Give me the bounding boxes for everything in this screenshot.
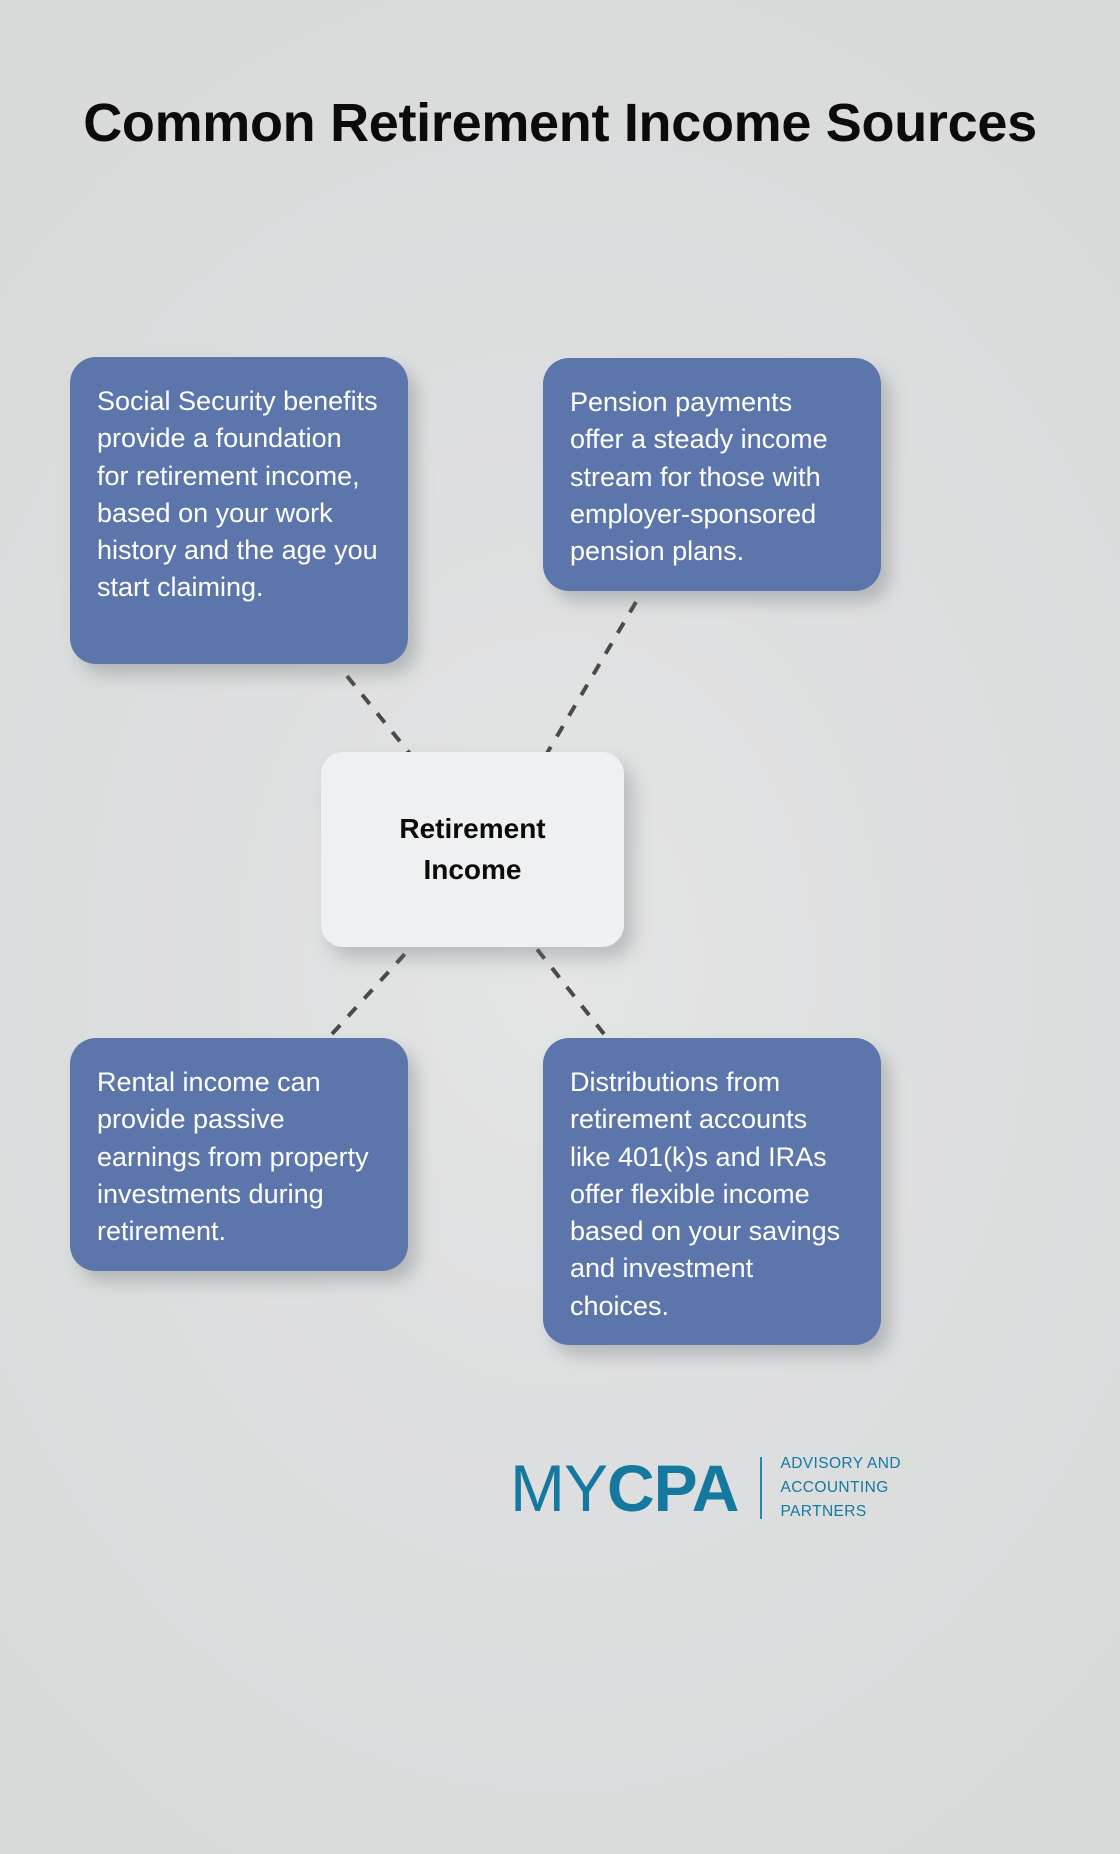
card-rental-income[interactable]: Rental income can provide passive earnin… (70, 1038, 408, 1271)
page-title: Common Retirement Income Sources (83, 93, 1037, 153)
card-pension[interactable]: Pension payments offer a steady income s… (543, 358, 881, 591)
connector-pension-to-center (541, 600, 638, 762)
card-social-security[interactable]: Social Security benefits provide a found… (70, 357, 408, 664)
center-node-label: Retirement Income (399, 812, 546, 885)
logo-divider (760, 1457, 763, 1519)
card-distributions-text: Distributions from retirement accounts l… (570, 1067, 841, 1321)
logo-tagline: ADVISORY AND ACCOUNTING PARTNERS (780, 1454, 901, 1520)
logo-my-text: MY (510, 1451, 608, 1525)
logo-cpa-text: CPA (607, 1451, 739, 1525)
connector-social-to-center (345, 674, 417, 762)
logo-wordmark: MYCPA (510, 1455, 739, 1521)
center-node-retirement-income[interactable]: Retirement Income (321, 752, 624, 947)
connector-distributions-to-center (531, 942, 606, 1036)
card-pension-text: Pension payments offer a steady income s… (570, 387, 828, 566)
connector-rental-to-center (330, 943, 415, 1036)
card-rental-income-text: Rental income can provide passive earnin… (97, 1067, 369, 1246)
card-distributions[interactable]: Distributions from retirement accounts l… (543, 1038, 881, 1345)
card-social-security-text: Social Security benefits provide a found… (97, 386, 378, 603)
logo-lockup: MYCPA ADVISORY AND ACCOUNTING PARTNERS (510, 1448, 910, 1528)
